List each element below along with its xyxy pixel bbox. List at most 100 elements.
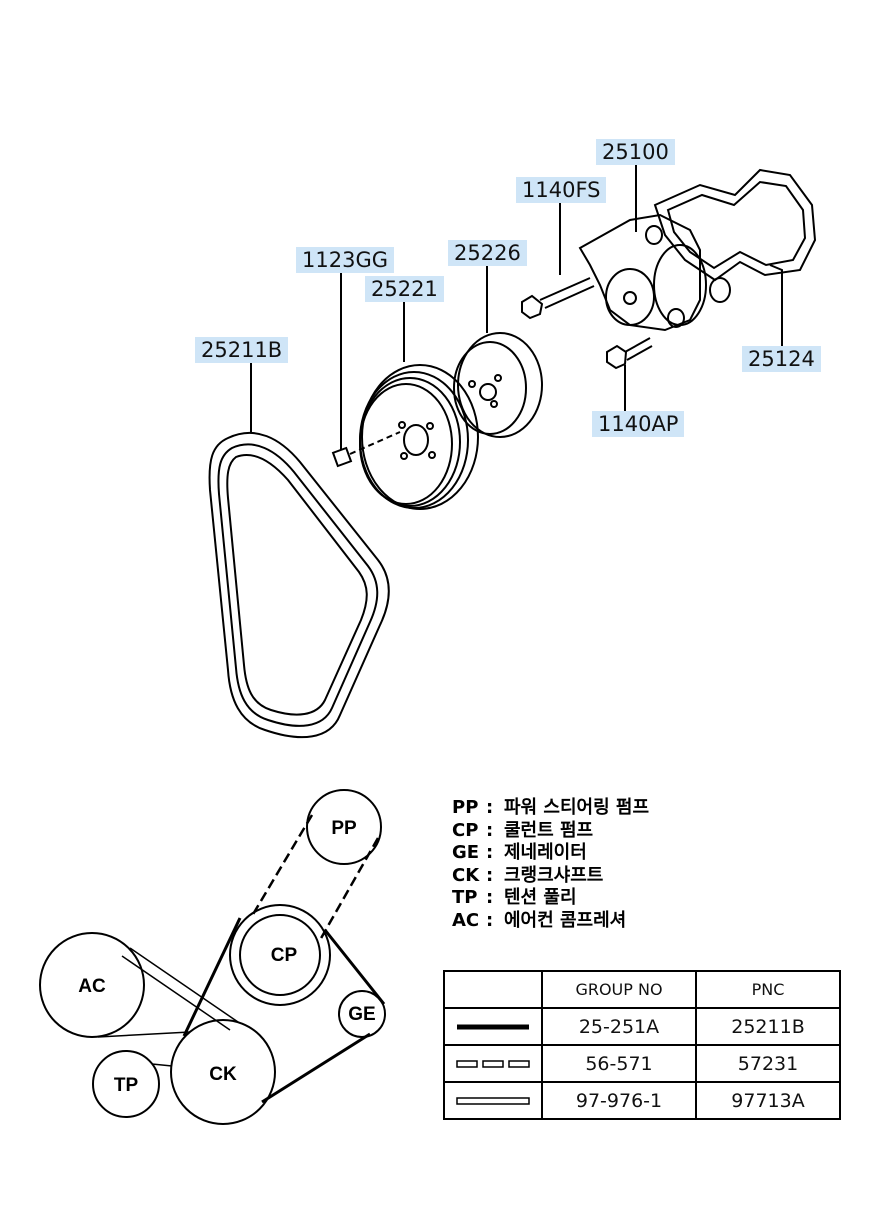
pump-pulley-rim: [457, 332, 543, 438]
line-style-dashed-hollow: [443, 1044, 543, 1083]
belt-part-table: GROUP NO PNC 25-251A 25211B 56-571 57231: [443, 970, 841, 1120]
solid-line-swatch: [457, 1024, 529, 1030]
legend-desc: 제네레이터: [504, 842, 587, 863]
table-header-pnc: PNC: [695, 970, 841, 1009]
crank-pulley-bolt-hole-3: [400, 452, 408, 460]
callout-25124[interactable]: 25124: [742, 346, 821, 372]
belt-solid-segment: [182, 917, 242, 1037]
legend-code: GE: [452, 842, 480, 863]
legend-sep: :: [486, 797, 494, 818]
belt-hollow-segment-4: [151, 1063, 173, 1067]
pulley-cp-inner: [239, 914, 321, 996]
table-row[interactable]: 97-976-1 97713A: [443, 1081, 841, 1120]
hollow-line-swatch: [456, 1097, 530, 1105]
legend-code: PP: [452, 797, 479, 818]
line-style-solid: [443, 1007, 543, 1046]
pump-pulley-hole-3: [494, 374, 502, 382]
crank-pulley-bolt-hole-2: [426, 422, 434, 430]
bolt-1140fs: [539, 277, 591, 301]
bolt-1140fs-edge: [544, 285, 595, 309]
pulley-label-pp: PP: [331, 818, 357, 839]
water-pump-boss-1: [709, 277, 731, 303]
group-no-cell: 56-571: [541, 1044, 697, 1083]
legend-desc: 텐션 풀리: [504, 887, 577, 908]
callout-1123gg[interactable]: 1123GG: [296, 247, 394, 273]
drive-belt-inner: [217, 443, 379, 727]
belt-hollow-segment: [129, 947, 239, 1023]
group-no-cell: 25-251A: [541, 1007, 697, 1046]
belt-dashed-segment-2: [318, 837, 380, 941]
water-pump-boss-2: [667, 308, 685, 328]
pump-pulley-face: [453, 341, 527, 435]
callout-25226[interactable]: 25226: [448, 240, 527, 266]
legend-row-pp: PP: 파워 스티어링 펌프: [452, 797, 649, 820]
bolt-1140ap-shaft-2: [626, 345, 653, 361]
drive-belt-inner-2: [226, 454, 368, 716]
pulley-legend: PP: 파워 스티어링 펌프 CP: 쿨런트 펌프 GE: 제네레이터 CK: 크랭크샤…: [452, 797, 649, 932]
belt-hollow-segment-2: [121, 955, 231, 1031]
pnc-cell[interactable]: 25211B: [695, 1007, 841, 1046]
belt-dashed-segment: [250, 814, 314, 917]
pulley-ac: [39, 932, 145, 1038]
leader-25124: [769, 264, 783, 350]
pump-pulley-hole-1: [468, 380, 476, 388]
water-pump-shaft: [623, 291, 637, 305]
legend-row-cp: CP: 쿨런트 펌프: [452, 820, 649, 843]
legend-row-ac: AC:에어컨 콤프레셔: [452, 910, 649, 933]
crank-pulley-bolt-hole-4: [428, 451, 436, 459]
legend-desc: 쿨런트 펌프: [504, 819, 594, 841]
legend-row-ge: GE: 제네레이터: [452, 842, 649, 865]
crank-pulley-hub: [403, 424, 429, 456]
callout-1140fs[interactable]: 1140FS: [516, 177, 607, 203]
pulley-label-ck: CK: [209, 1064, 237, 1085]
pulley-ge: [338, 990, 386, 1038]
legend-code: AC: [452, 909, 480, 931]
crank-pulley-bolt-hole-1: [398, 421, 406, 429]
legend-code: TP: [452, 887, 478, 908]
callout-25100[interactable]: 25100: [596, 139, 675, 165]
legend-code: CP: [452, 819, 479, 841]
pulley-label-ge: GE: [348, 1004, 375, 1025]
water-pump-gasket: [653, 168, 817, 282]
bolt-1140fs-head: [521, 294, 544, 320]
pulley-ck: [170, 1019, 276, 1125]
table-row[interactable]: 25-251A 25211B: [443, 1007, 841, 1046]
pulley-tp: [92, 1050, 160, 1118]
table-header-linestyle: [443, 970, 543, 1009]
bolt-1140ap-shaft: [624, 337, 651, 353]
callout-25211b[interactable]: 25211B: [195, 337, 289, 363]
drive-belt-shape: [208, 431, 390, 739]
legend-row-tp: TP: 텐션 풀리: [452, 887, 649, 910]
crank-pulley-face: [359, 383, 453, 505]
pulley-pp: [306, 789, 382, 865]
pnc-cell[interactable]: 57231: [695, 1044, 841, 1083]
group-no-cell: 97-976-1: [541, 1081, 697, 1120]
pump-pulley-hole-2: [490, 400, 498, 408]
crank-pulley-rim: [361, 364, 479, 510]
pulley-label-ac: AC: [78, 976, 106, 997]
legend-code: CK: [452, 864, 480, 886]
bolt-1123gg-axis: [349, 431, 401, 455]
legend-row-ck: CK: 크랭크샤프트: [452, 865, 649, 888]
callout-25221[interactable]: 25221: [365, 276, 444, 302]
pnc-cell[interactable]: 97713A: [695, 1081, 841, 1120]
water-pump-boss-3: [645, 225, 663, 245]
pulley-cp: [229, 904, 331, 1006]
legend-sep: :: [486, 909, 494, 931]
dashed-hollow-line-swatch: [456, 1060, 530, 1068]
table-header-group-no: GROUP NO: [541, 970, 697, 1009]
pump-pulley-hub: [479, 383, 497, 401]
bolt-1140ap: [606, 344, 628, 370]
legend-sep: :: [486, 887, 494, 908]
water-pump-gasket-inner: [666, 180, 807, 270]
table-row[interactable]: 56-571 57231: [443, 1044, 841, 1083]
belt-solid-segment-2: [323, 929, 386, 1005]
legend-desc: 크랭크샤프트: [504, 864, 604, 886]
legend-sep: :: [486, 819, 494, 841]
legend-sep: :: [486, 842, 494, 863]
legend-desc: 파워 스티어링 펌프: [504, 797, 650, 818]
legend-sep: :: [486, 864, 494, 886]
callout-1140ap[interactable]: 1140AP: [592, 411, 685, 437]
